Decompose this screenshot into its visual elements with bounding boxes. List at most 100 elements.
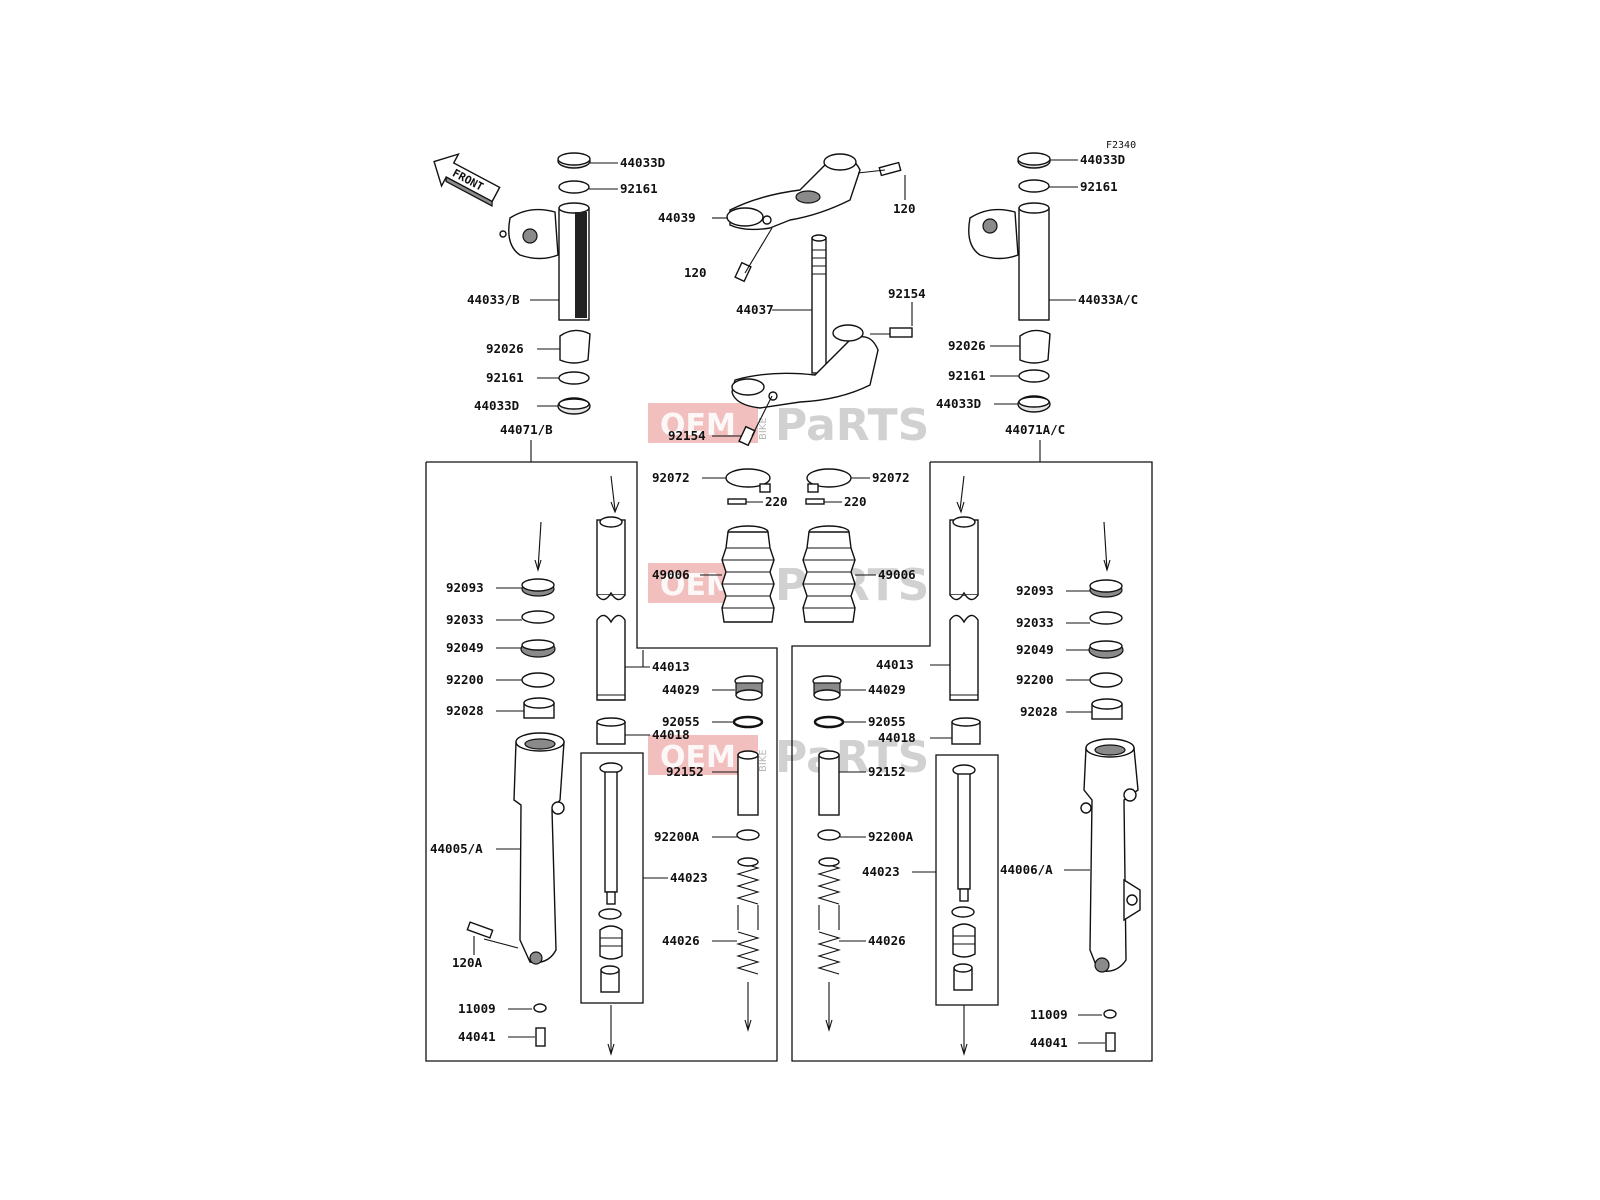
label-92028-right: 92028: [1020, 704, 1058, 719]
label-44037: 44037: [736, 302, 774, 317]
left-fork-assembly-frame: [425, 440, 778, 1062]
label-120A: 120A: [452, 955, 483, 970]
label-44033D-right-top: 44033D: [1080, 152, 1125, 167]
front-arrow-icon: FRONT: [433, 152, 501, 207]
label-220-left: 220: [765, 494, 788, 509]
label-220-right: 220: [844, 494, 867, 509]
label-44018-left: 44018: [652, 727, 690, 742]
label-11009-right: 11009: [1030, 1007, 1068, 1022]
washer-11009-left: [533, 1003, 547, 1013]
label-92200-right: 92200: [1016, 672, 1054, 687]
label-92072-left: 92072: [652, 470, 690, 485]
left-upper-stack: [499, 152, 591, 415]
left-damper-44023: [580, 752, 644, 1056]
label-44041-right: 44041: [1030, 1035, 1068, 1050]
label-44071-B: 44071/B: [500, 422, 553, 437]
label-44071-A-C: 44071A/C: [1005, 422, 1065, 437]
bolt-120A: [466, 921, 494, 939]
svg-text:OEM: OEM: [660, 408, 736, 443]
left-spacer-44018: [596, 717, 626, 745]
right-spring-44026: [817, 857, 841, 1032]
left-spring-44026: [736, 857, 760, 1032]
svg-text:PaRTS: PaRTS: [775, 400, 929, 451]
clamp-92072-right: [806, 468, 852, 493]
label-44033-B: 44033/B: [467, 292, 520, 307]
label-92152-right: 92152: [868, 764, 906, 779]
screw-220-right: [805, 498, 825, 505]
label-44033D-left-top: 44033D: [620, 155, 665, 170]
screw-220-left: [727, 498, 747, 505]
label-92154-right: 92154: [888, 286, 926, 301]
label-44026-right: 44026: [868, 933, 906, 948]
right-outer-tube-44006: [1080, 738, 1141, 973]
label-44041-left: 44041: [458, 1029, 496, 1044]
dust-boot-49006-left: [721, 525, 775, 623]
label-92161-left-bottom: 92161: [486, 370, 524, 385]
label-92093-right: 92093: [1016, 583, 1054, 598]
label-92055-right: 92055: [868, 714, 906, 729]
svg-text:PaRTS: PaRTS: [775, 732, 929, 783]
label-92033-right: 92033: [1016, 615, 1054, 630]
right-seals: [1088, 521, 1124, 720]
label-11009-left: 11009: [458, 1001, 496, 1016]
label-44013-right: 44013: [876, 657, 914, 672]
upper-bracket-44039: [726, 153, 861, 231]
watermark-oem-bike-parts-1: OEM BIKE PaRTS: [648, 400, 929, 451]
label-44006-A: 44006/A: [1000, 862, 1053, 877]
right-spacer-44018: [951, 717, 981, 745]
right-o-ring-92055: [813, 715, 845, 729]
label-92072-right: 92072: [872, 470, 910, 485]
label-44013-left: 44013: [652, 659, 690, 674]
right-fork-assembly-frame: [791, 440, 1153, 1062]
label-44018-right: 44018: [878, 730, 916, 745]
right-inner-tube-44013: [949, 475, 979, 701]
label-92200A-right: 92200A: [868, 829, 914, 844]
label-92049-right: 92049: [1016, 642, 1054, 657]
label-92161-right-top: 92161: [1080, 179, 1118, 194]
label-44005-A: 44005/A: [430, 841, 483, 856]
label-92154-left: 92154: [668, 428, 706, 443]
label-92026-left: 92026: [486, 341, 524, 356]
label-49006-left: 49006: [652, 567, 690, 582]
left-washer-92200A: [736, 829, 760, 841]
right-cap-bolt-44029: [812, 675, 842, 701]
label-92055-left: 92055: [662, 714, 700, 729]
left-outer-tube-44005: [513, 732, 565, 965]
label-92200-left: 92200: [446, 672, 484, 687]
diagram-code: F2340: [1106, 140, 1136, 151]
label-92093-left: 92093: [446, 580, 484, 595]
label-92161-left-top: 92161: [620, 181, 658, 196]
washer-11009-right: [1103, 1009, 1117, 1019]
label-44029-left: 44029: [662, 682, 700, 697]
label-44033D-right-bottom: 44033D: [936, 396, 981, 411]
left-cap-bolt-44029: [734, 675, 764, 701]
label-120-left: 120: [684, 265, 707, 280]
dust-boot-49006-right: [802, 525, 856, 623]
label-44023-left: 44023: [670, 870, 708, 885]
bolt-44041-left: [535, 1027, 546, 1047]
svg-text:OEM: OEM: [660, 740, 736, 775]
label-44033A-C: 44033A/C: [1078, 292, 1138, 307]
bolt-44041-right: [1105, 1032, 1116, 1052]
label-44023-right: 44023: [862, 864, 900, 879]
label-44029-right: 44029: [868, 682, 906, 697]
label-120-top: 120: [893, 201, 916, 216]
left-inner-tube-44013: [596, 475, 626, 701]
label-92152-left: 92152: [666, 764, 704, 779]
label-92033-left: 92033: [446, 612, 484, 627]
label-44039: 44039: [658, 210, 696, 225]
bolt-120-top: [878, 161, 902, 177]
clamp-92072-left: [725, 468, 771, 493]
label-92026-right: 92026: [948, 338, 986, 353]
left-o-ring-92055: [732, 715, 764, 729]
svg-text:BIKE: BIKE: [758, 417, 769, 440]
left-seals: [520, 521, 556, 719]
label-49006-right: 49006: [878, 567, 916, 582]
label-92049-left: 92049: [446, 640, 484, 655]
label-44026-left: 44026: [662, 933, 700, 948]
right-damper-44023: [935, 754, 999, 1056]
left-spacer-92152: [737, 750, 759, 816]
bolt-92154-right: [889, 327, 913, 338]
right-spacer-92152: [818, 750, 840, 816]
